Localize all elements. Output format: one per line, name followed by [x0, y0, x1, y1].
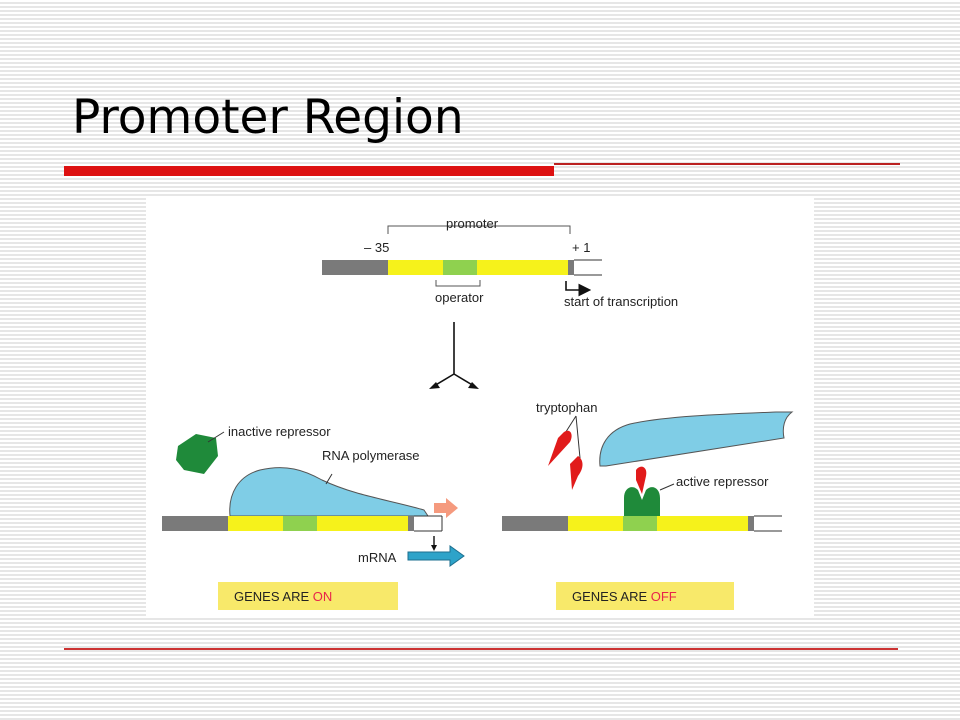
promoter-segment: [388, 260, 443, 275]
gene-start-strand: [574, 259, 602, 276]
gene-strand: [414, 515, 443, 532]
branch-arrowhead-right: [468, 382, 479, 389]
promoter-bracket: [387, 225, 571, 234]
inactive-repressor-label: inactive repressor: [228, 424, 331, 439]
operator-bracket: [435, 280, 481, 287]
genes-on-status-word: ON: [313, 589, 333, 604]
genes-off-status-word: OFF: [651, 589, 677, 604]
dna-plus1-mark: [568, 260, 574, 275]
rna-polymerase-label: RNA polymerase: [322, 448, 420, 463]
genes-off-status-box: [556, 582, 734, 610]
promoter-segment: [317, 516, 408, 531]
dna-upstream-segment: [322, 260, 388, 275]
dna-plus1-mark: [748, 516, 754, 531]
promoter-label: promoter: [446, 216, 499, 231]
promoter-segment: [657, 516, 748, 531]
inactive-repressor-shape: [176, 434, 218, 474]
genes-on-status-prefix: GENES ARE: [234, 589, 313, 604]
top-dna-region: promoter – 35 + 1 operator start of tran…: [322, 216, 678, 309]
promoter-segment: [568, 516, 623, 531]
operator-segment: [443, 260, 477, 275]
genes-off-panel: tryptophan active repressor GENES ARE OF…: [502, 400, 794, 610]
dna-upstream-segment: [162, 516, 228, 531]
genes-off-status-prefix: GENES ARE: [572, 589, 651, 604]
plus1-label: + 1: [572, 240, 590, 255]
title-underline-thin: [554, 163, 900, 165]
operator-label: operator: [435, 290, 484, 305]
dna-plus1-mark: [408, 516, 414, 531]
mrna-label: mRNA: [358, 550, 397, 565]
inactive-repressor-pointer: [207, 431, 225, 443]
transcription-direction-arrow: [434, 498, 458, 518]
rna-polymerase-shape: [229, 467, 429, 517]
active-repressor-shape: [624, 487, 660, 516]
branch-arrow: [429, 322, 479, 389]
slide-title: Promoter Region: [72, 90, 464, 145]
active-repressor-pointer: [659, 483, 675, 491]
genes-on-status-text: GENES ARE ON: [234, 589, 332, 604]
mrna-arrow: [407, 545, 465, 567]
active-repressor-label: active repressor: [676, 474, 769, 489]
tryptophan-molecule: [548, 430, 572, 466]
tryptophan-molecule: [570, 456, 583, 490]
genes-on-status-box: [218, 582, 398, 610]
rna-polymerase-pointer: [325, 473, 333, 485]
rna-polymerase-blocked-shape: [599, 411, 794, 467]
genes-on-panel: inactive repressor RNA polymerase mRNA G…: [162, 424, 465, 610]
minus35-label: – 35: [364, 240, 389, 255]
title-underline-thick: [64, 166, 554, 176]
promoter-segment: [477, 260, 568, 275]
operator-segment: [623, 516, 657, 531]
gene-strand: [754, 515, 782, 532]
mrna-start-tick-head: [431, 545, 437, 551]
footer-rule: [64, 648, 898, 650]
promoter-diagram-svg: promoter – 35 + 1 operator start of tran…: [162, 216, 794, 610]
branch-lines: [433, 322, 475, 387]
promoter-segment: [228, 516, 283, 531]
branch-arrowhead-left: [429, 382, 440, 389]
promoter-diagram: promoter – 35 + 1 operator start of tran…: [146, 198, 814, 618]
genes-off-status-text: GENES ARE OFF: [572, 589, 677, 604]
start-of-transcription-label: start of transcription: [564, 294, 678, 309]
bound-tryptophan: [636, 466, 647, 494]
tryptophan-label: tryptophan: [536, 400, 597, 415]
transcription-start-arrow: [565, 281, 592, 297]
operator-segment: [283, 516, 317, 531]
dna-upstream-segment: [502, 516, 568, 531]
